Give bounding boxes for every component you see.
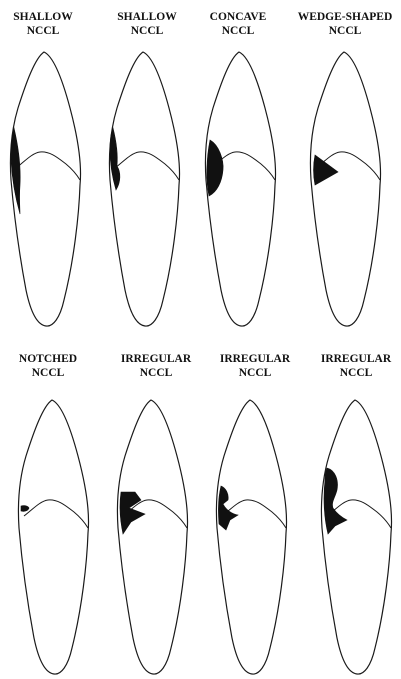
tooth-outline [310,52,380,326]
tooth-outline [216,400,286,674]
tooth-outline [18,400,88,674]
lesion-notched [21,506,29,512]
lesion-concave [207,140,223,196]
lesion-shallow [11,128,20,214]
tooth-outline [117,400,187,674]
tooth-shallow-2 [109,52,179,326]
tooth-notched [18,400,88,674]
tooth-irregular-1 [117,400,187,674]
tooth-irregular-3 [321,400,391,674]
tooth-outline [10,52,80,326]
tooth-concave [205,52,275,326]
lesion-irregular [120,492,145,534]
lesion-irregular [324,468,347,534]
tooth-outline [109,52,179,326]
tooth-wedge-shaped [310,52,380,326]
cej-line [115,152,179,180]
cej-line [16,152,80,180]
tooth-irregular-2 [216,400,286,674]
lesion-irregular [218,486,238,530]
lesion-shallow [110,128,120,190]
tooth-shallow-1 [10,52,80,326]
tooth-outline [321,400,391,674]
cej-line [24,500,88,528]
